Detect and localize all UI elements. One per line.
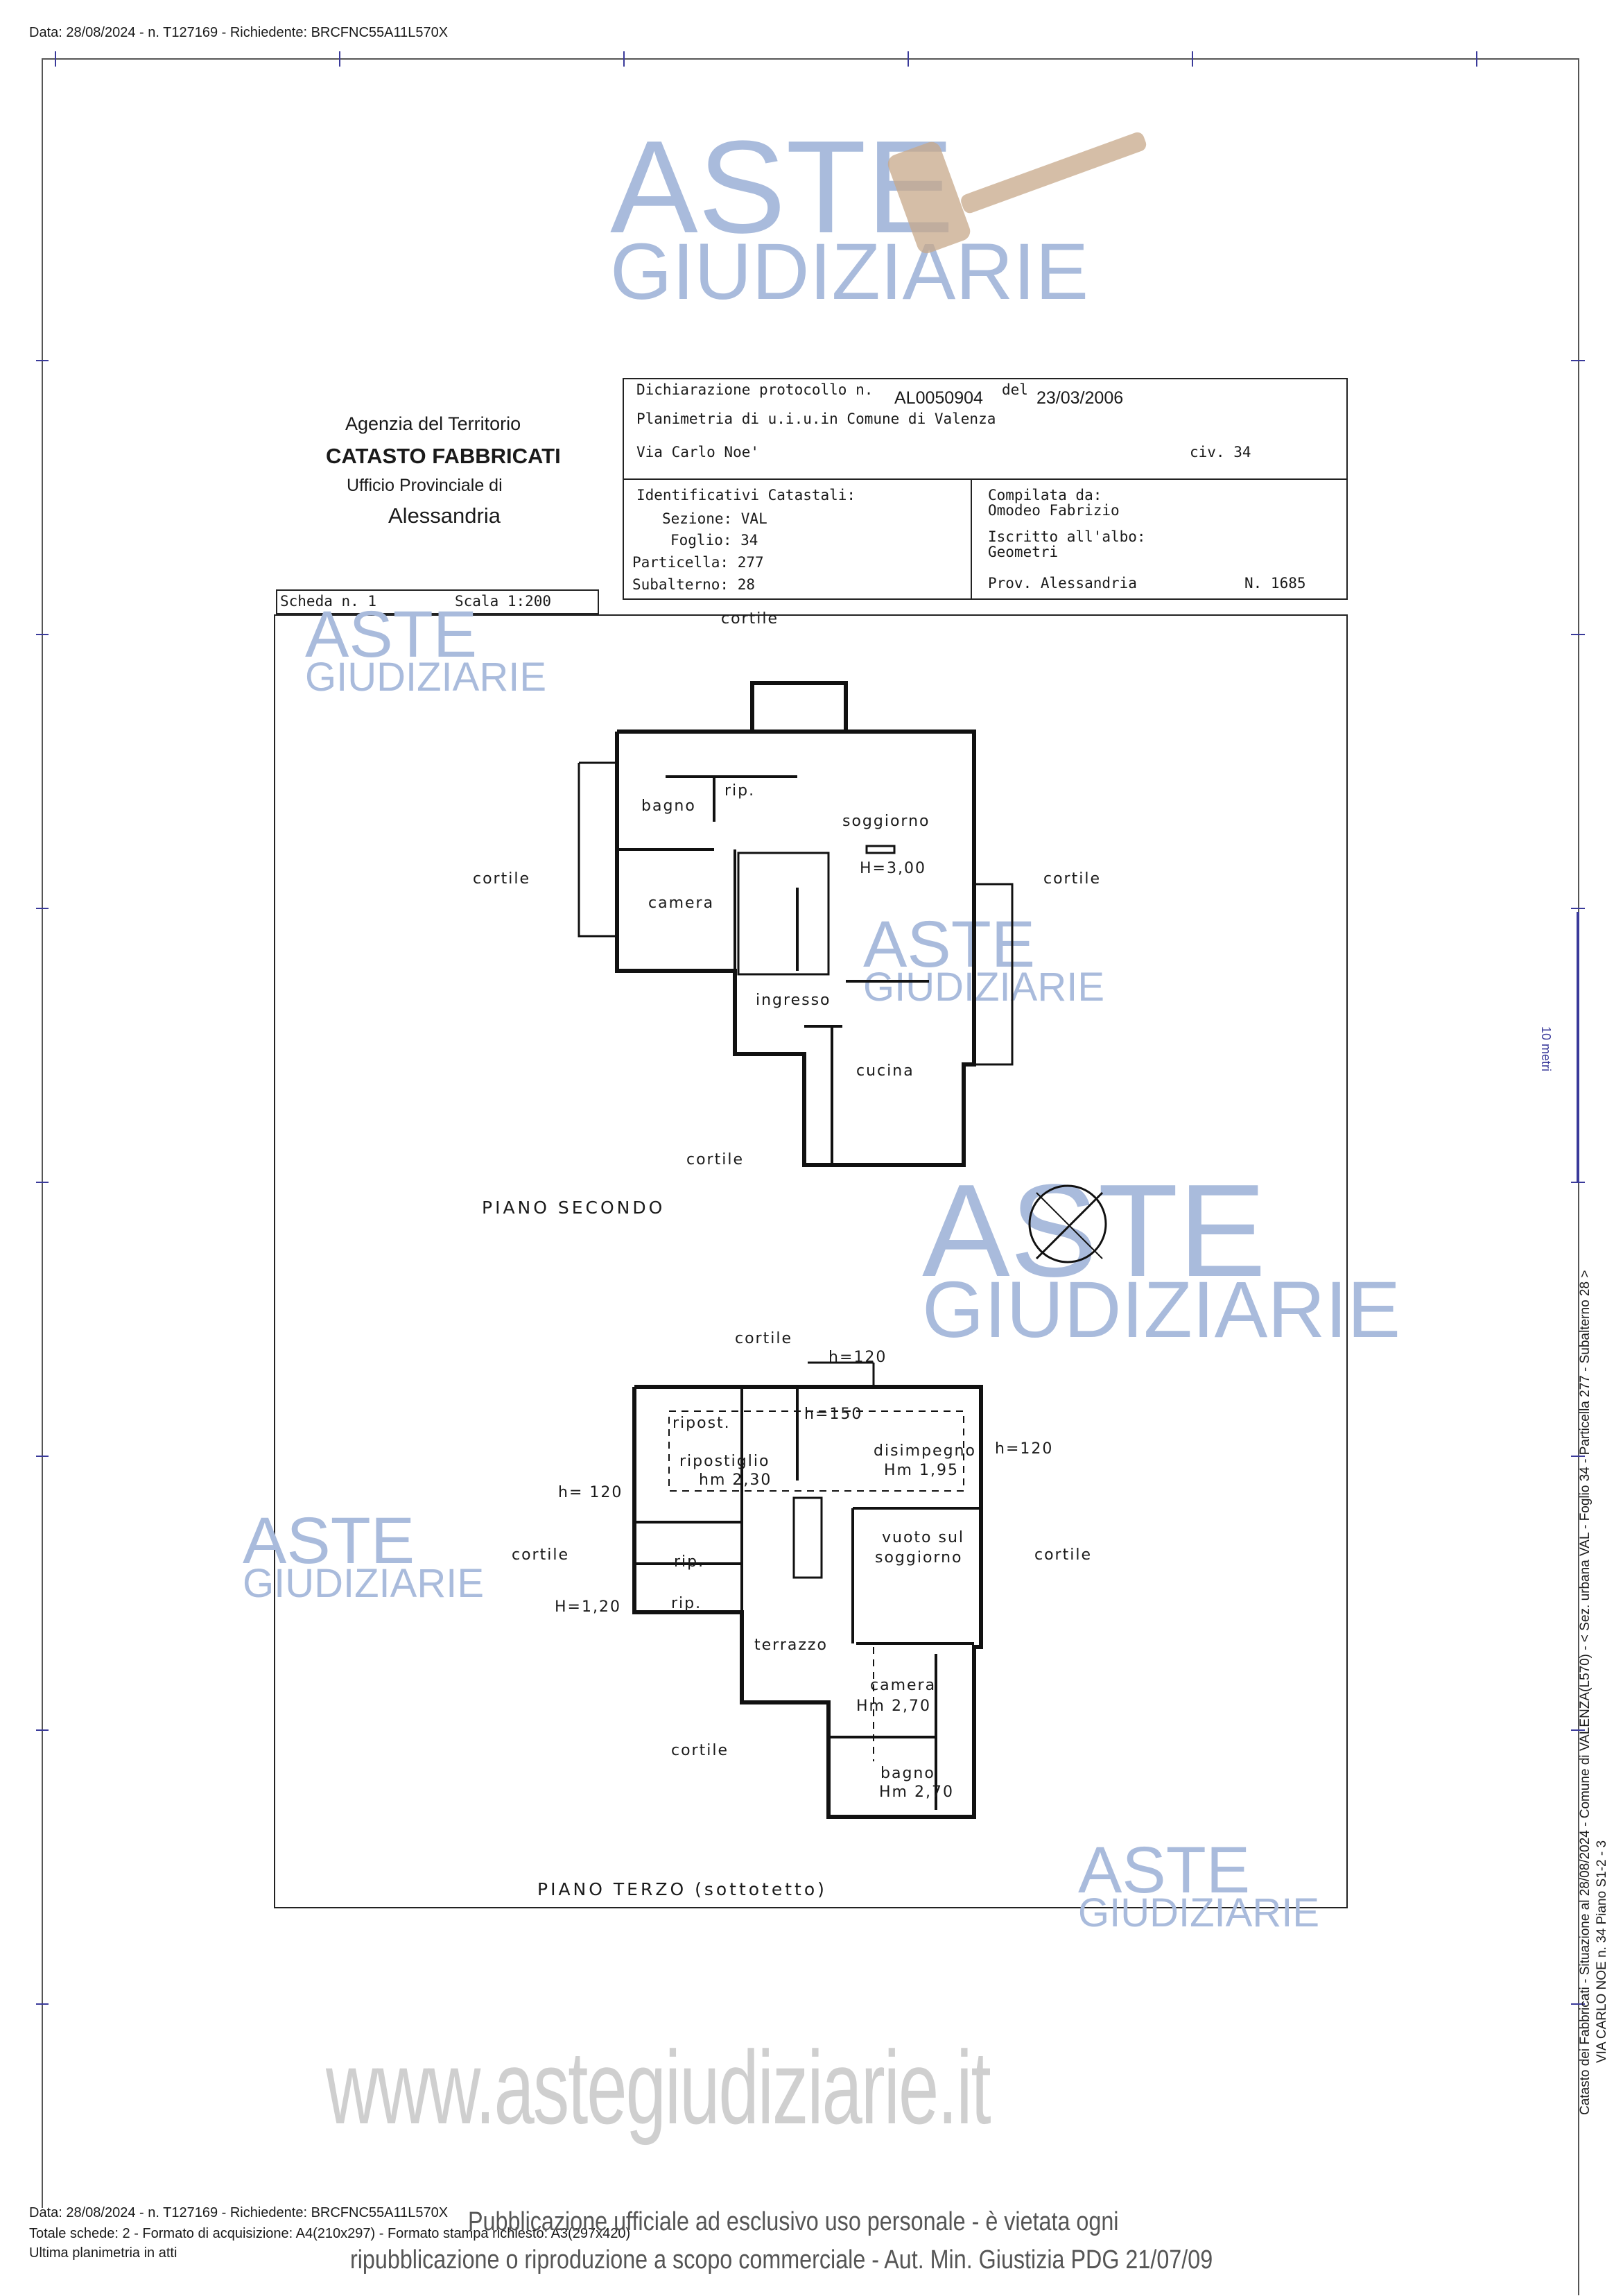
watermark-giudiziarie-small-4: GIUDIZIARIE: [1078, 1890, 1320, 1935]
floor3-bedroom-height: Hm 2,70: [856, 1698, 931, 1715]
floor3-height-top: h=120: [828, 1349, 887, 1366]
header-line: Data: 28/08/2024 - n. T127169 - Richiede…: [29, 25, 449, 40]
address: Via Carlo Noe': [636, 444, 760, 460]
declaration-divider: [623, 478, 1348, 480]
floor2-courtyard-right: cortile: [1043, 870, 1101, 888]
albo-value: Geometri: [988, 544, 1059, 560]
agency-line1: Agenzia del Territorio: [345, 413, 521, 434]
floor3-room-rip-1: rip.: [674, 1553, 705, 1571]
floor3-hallway-height: Hm 1,95: [884, 1462, 959, 1479]
floor2-courtyard-bottom: cortile: [686, 1151, 744, 1168]
frame-top: [42, 58, 1579, 60]
watermark-giudiziarie-small-1: GIUDIZIARIE: [305, 655, 547, 700]
floor3-room-hallway: disimpegno: [874, 1442, 976, 1460]
identifiers-particella: Particella: 277: [632, 554, 764, 571]
watermark-aste-small-2: ASTE: [863, 908, 1036, 981]
notice-line1: Pubblicazione ufficiale ad esclusivo uso…: [468, 2207, 1119, 2236]
scheda-number: Scheda n. 1: [280, 593, 377, 610]
floor3-room-closet: ripost.: [672, 1415, 731, 1432]
declaration-box: [623, 378, 1348, 600]
watermark-aste-small-3: ASTE: [243, 1504, 415, 1578]
watermark-giudiziarie-small-3: GIUDIZIARIE: [243, 1561, 485, 1606]
albo-label: Iscritto all'albo:: [988, 528, 1146, 545]
floor2-room-entrance: ingresso: [756, 992, 831, 1009]
watermark-giudiziarie-mid: GIUDIZIARIE: [922, 1266, 1401, 1354]
civ-number: civ. 34: [1190, 444, 1251, 460]
scheda-box: [276, 589, 599, 614]
floor2-room-storage: rip.: [724, 782, 756, 800]
floor3-bathroom-height: Hm 2,70: [879, 1784, 954, 1801]
identifiers-subalterno: Subalterno: 28: [632, 576, 756, 593]
floor3-storage-height: hm 2,30: [699, 1471, 772, 1489]
side-caption-1: Catasto dei Fabbricati - Situazione al 2…: [1578, 1270, 1592, 2115]
floor3-height-150: h=150: [804, 1406, 863, 1423]
notice-line2: ripubblicazione o riproduzione a scopo c…: [350, 2245, 1213, 2275]
watermark-giudiziarie-top: GIUDIZIARIE: [610, 227, 1089, 316]
floor3-height-left-low: H=1,20: [555, 1598, 621, 1616]
floor2-room-living: soggiorno: [842, 813, 930, 830]
watermark-aste-mid: ASTE: [922, 1157, 1267, 1304]
floor2-room-bathroom: bagno: [641, 797, 696, 815]
footer-line3: Ultima planimetria in atti: [29, 2245, 177, 2261]
watermark-aste-small-1: ASTE: [305, 598, 478, 671]
footer-line1: Data: 28/08/2024 - n. T127169 - Richiede…: [29, 2205, 449, 2220]
floor3-void-line2: soggiorno: [875, 1549, 963, 1566]
scale-bar-label: 10 metri: [1539, 1026, 1553, 1072]
floor3-room-rip-2: rip.: [671, 1595, 702, 1612]
compiler-name: Omodeo Fabrizio: [988, 502, 1120, 519]
compiler-number: N. 1685: [1244, 575, 1306, 592]
frame-left: [42, 58, 43, 2208]
protocol-number: AL0050904: [894, 388, 983, 408]
floor3-courtyard-top: cortile: [735, 1330, 792, 1347]
identifiers-sezione: Sezione: VAL: [662, 510, 767, 527]
drawing-sheet: [274, 614, 1348, 1908]
agency-line3: Ufficio Provinciale di: [347, 476, 503, 495]
watermark-url: www.astegiudiziarie.it: [326, 2029, 991, 2146]
scheda-scale: Scala 1:200: [455, 593, 552, 610]
floor2-courtyard-top: cortile: [721, 610, 779, 628]
side-caption-2: VIA CARLO NOE n. 34 Piano S1-2 - 3: [1595, 1840, 1609, 2063]
floor3-courtyard-bottom: cortile: [671, 1742, 729, 1759]
floor2-room-kitchen: cucina: [856, 1062, 914, 1080]
floor3-title: PIANO TERZO (sottotetto): [537, 1879, 827, 1899]
planimetria-line: Planimetria di u.i.u.in Comune di Valenz…: [636, 411, 996, 427]
footer-line2: Totale schede: 2 - Formato di acquisizio…: [29, 2226, 631, 2241]
watermark-aste-small-4: ASTE: [1078, 1833, 1251, 1907]
floor2-title: PIANO SECONDO: [482, 1198, 666, 1218]
floor3-courtyard-left: cortile: [512, 1546, 569, 1564]
identifiers-foglio: Foglio: 34: [670, 532, 758, 549]
floor3-room-storage: ripostiglio: [679, 1453, 770, 1470]
compiler-province: Prov. Alessandria: [988, 575, 1137, 592]
floor3-height-left: h= 120: [558, 1484, 623, 1501]
agency-line2: CATASTO FABBRICATI: [326, 444, 561, 468]
floor3-height-right: h=120: [995, 1440, 1054, 1458]
identifiers-title: Identificativi Catastali:: [636, 487, 856, 503]
agency-line4: Alessandria: [388, 503, 501, 528]
protocol-date: 23/03/2006: [1036, 388, 1124, 408]
floor2-room-bedroom: camera: [648, 895, 715, 912]
declaration-col-divider: [971, 478, 972, 600]
floor3-void-line1: vuoto sul: [882, 1529, 965, 1546]
floor2-courtyard-left: cortile: [473, 870, 530, 888]
floor3-room-terrace: terrazzo: [754, 1637, 828, 1654]
floor3-room-bedroom: camera: [870, 1677, 937, 1694]
compiler-label: Compilata da:: [988, 487, 1102, 503]
protocol-del-label: del: [1002, 381, 1028, 398]
floor3-room-bathroom: bagno: [880, 1765, 935, 1782]
floor3-courtyard-right: cortile: [1034, 1546, 1092, 1564]
protocol-label: Dichiarazione protocollo n.: [636, 381, 874, 398]
floor2-height: H=3,00: [860, 860, 926, 877]
watermark-giudiziarie-small-2: GIUDIZIARIE: [863, 965, 1105, 1010]
